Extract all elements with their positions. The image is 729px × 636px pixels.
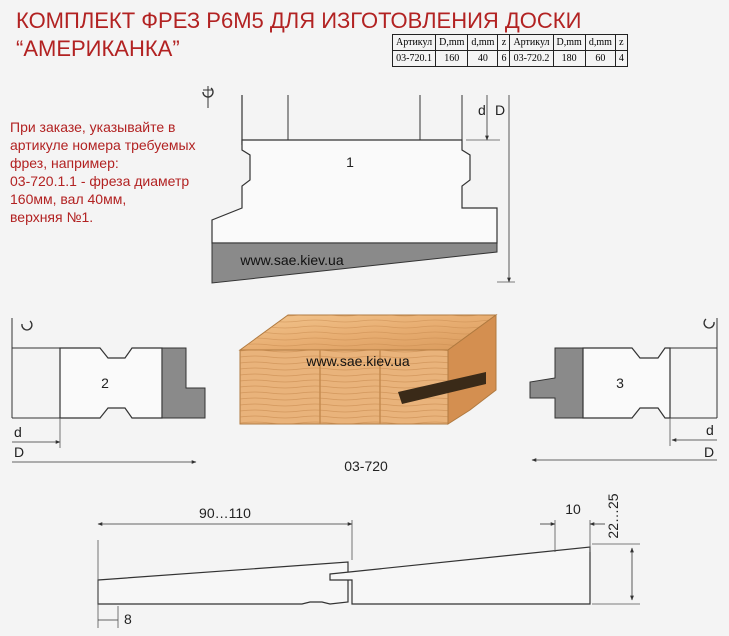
cutter-2-dim-D: D — [14, 444, 24, 460]
spec-table: Артикул D,mm d,mm z Артикул D,mm d,mm z … — [391, 34, 628, 67]
cutter-2-blade — [161, 347, 206, 419]
cutter-2-dim-d: d — [14, 424, 22, 440]
order-note-line: 03-720.1.1 - фреза диаметр — [10, 173, 190, 189]
board-profile-left — [97, 561, 349, 605]
cutter-3-blade — [529, 347, 584, 419]
rotation-icon — [202, 87, 214, 98]
order-note-line: верхняя №1. — [10, 209, 94, 225]
order-note-line: 160мм, вал 40мм, — [10, 191, 127, 207]
spec-cell-D-1: 160 — [435, 50, 469, 67]
watermark-text: www.sae.kiev.ua — [239, 252, 343, 268]
page-subtitle: “АМЕРИКАНКА” — [16, 36, 180, 61]
spec-cell-z-2: 4 — [614, 50, 628, 67]
cutter-3-dim-D: D — [704, 444, 714, 460]
dim-overlap: 10 — [565, 501, 581, 517]
dim-width: 90…110 — [199, 505, 251, 521]
dim-groove: 8 — [124, 611, 132, 627]
spec-table-row: 03-720.1 160 40 6 03-720.2 180 60 4 — [391, 50, 628, 67]
cutter-3-body — [582, 347, 671, 419]
order-note: При заказе, указывайте в артикуле номера… — [10, 118, 240, 226]
cutter-1-blade — [211, 242, 498, 284]
cutter-2-number: 2 — [101, 375, 109, 391]
board-profile-right — [329, 546, 591, 605]
order-note-line: фрез, например: — [10, 155, 119, 171]
cutter-1-drawing: 1 www.sae.kiev.ua d D — [202, 86, 515, 284]
cutter-1-dim-D: D — [495, 102, 505, 118]
spec-cell-D-2: 180 — [552, 50, 586, 67]
spec-cell-d-2: 60 — [584, 50, 616, 67]
cutter-2-drawing: 2 d D — [11, 318, 206, 464]
order-note-line: артикуле номера требуемых — [10, 137, 196, 153]
cutter-1-body — [211, 139, 498, 244]
board-groove — [398, 372, 486, 404]
watermark-text: www.sae.kiev.ua — [305, 353, 409, 369]
board-code: 03-720 — [344, 458, 388, 474]
cutter-3-number: 3 — [616, 375, 624, 391]
cutter-3-dim-d: d — [706, 422, 714, 438]
cutter-2-body — [59, 347, 163, 419]
cutter-1-number: 1 — [346, 154, 354, 170]
board-profile-drawing: 90…110 10 22…25 8 — [97, 493, 640, 628]
cutter-1-dim-d: d — [478, 102, 486, 118]
cutter-3-drawing: 3 d D — [529, 318, 718, 462]
spec-cell-d-1: 40 — [467, 50, 499, 67]
page-title: КОМПЛЕКТ ФРЕЗ Р6М5 ДЛЯ ИЗГОТОВЛЕНИЯ ДОСК… — [16, 8, 582, 33]
rotation-icon — [21, 320, 33, 331]
board-illustration: www.sae.kiev.ua 03-720 — [238, 314, 498, 474]
board-side-face — [447, 314, 497, 425]
dim-thickness: 22…25 — [605, 493, 621, 538]
rotation-icon — [703, 318, 715, 329]
order-note-line: При заказе, указывайте в — [10, 119, 176, 135]
